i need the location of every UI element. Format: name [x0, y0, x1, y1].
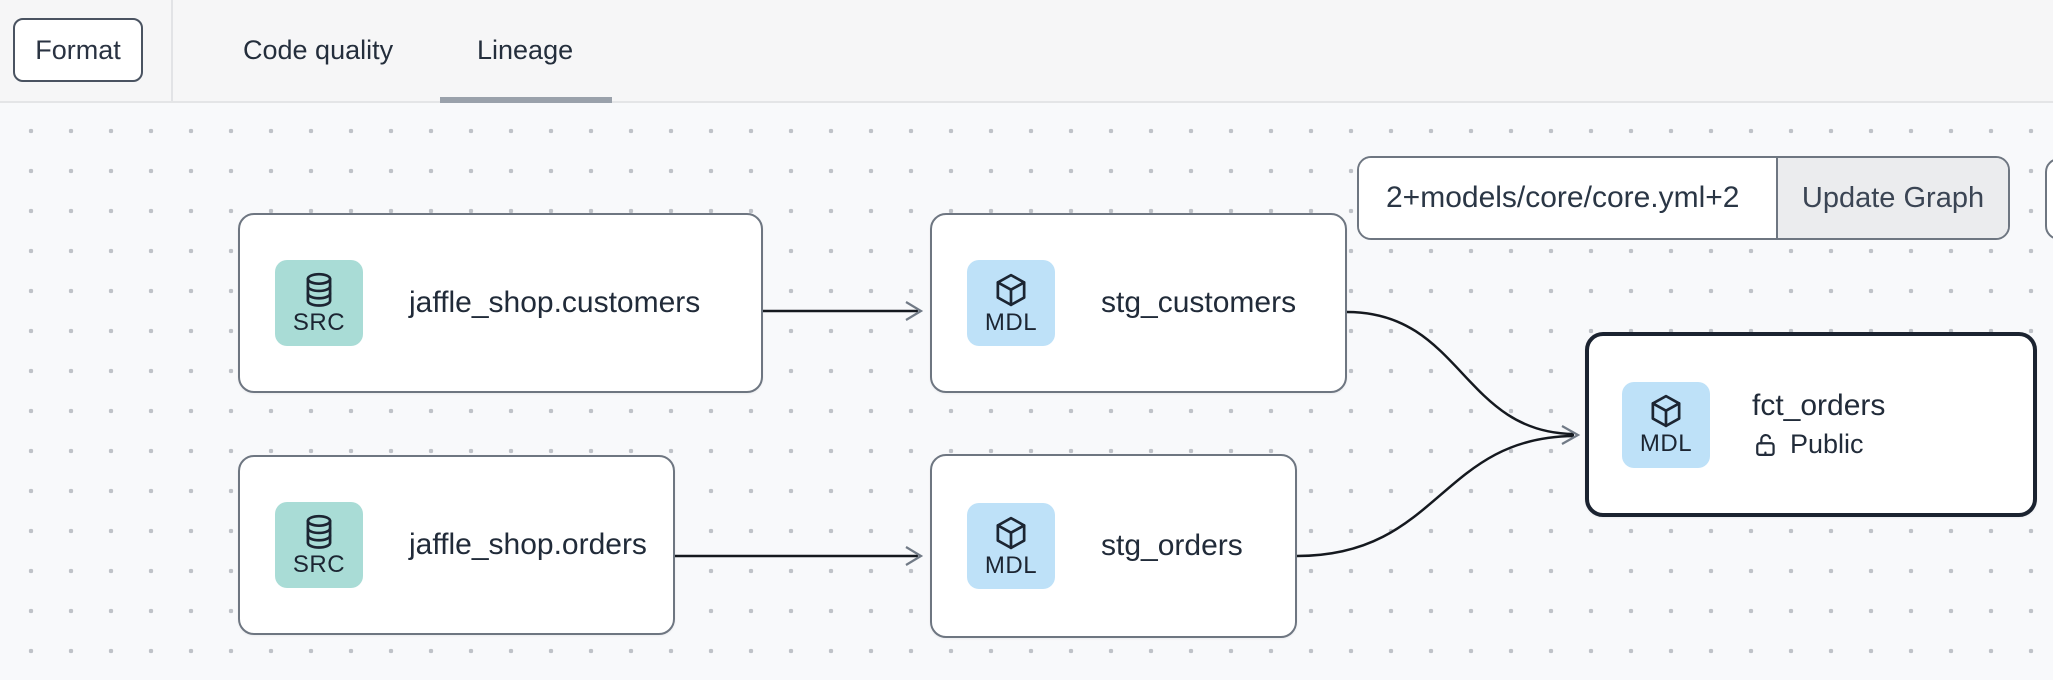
update-graph-button[interactable]: Update Graph: [1776, 158, 2008, 238]
lineage-canvas[interactable]: SRC jaffle_shop.customers MDL stg_custom…: [0, 103, 2053, 680]
tab-code-quality[interactable]: Code quality: [243, 0, 393, 101]
cube-icon: [1651, 395, 1681, 428]
node-title: fct_orders: [1752, 389, 1886, 422]
lineage-node-stg-orders[interactable]: MDL stg_orders: [930, 454, 1297, 638]
node-title: jaffle_shop.customers: [409, 286, 701, 319]
edge-stg-orders-to-fct: [1296, 434, 1575, 558]
badge-label: MDL: [984, 551, 1038, 579]
edge-stg-customers-to-fct: [1346, 310, 1575, 436]
editor-toolbar: Format Code quality Lineage: [0, 0, 2053, 103]
lock-open-icon: [1756, 433, 1775, 456]
lineage-node-jaffle-shop-customers[interactable]: SRC jaffle_shop.customers: [238, 213, 763, 393]
node-title: jaffle_shop.orders: [409, 528, 647, 561]
database-icon: [306, 514, 332, 549]
cube-icon: [996, 273, 1026, 307]
tab-label: Lineage: [477, 35, 574, 65]
lineage-edges: [675, 301, 1581, 566]
badge-label: MDL: [984, 308, 1038, 336]
badge-label: MDL: [1639, 430, 1693, 458]
toolbar-divider: [171, 0, 173, 101]
node-title: stg_customers: [1101, 286, 1297, 319]
badge-label: SRC: [292, 308, 346, 336]
lineage-node-stg-customers[interactable]: MDL stg_customers: [930, 213, 1347, 393]
arrowhead-icon: [905, 301, 924, 321]
tab-lineage[interactable]: Lineage: [477, 0, 573, 101]
source-badge: SRC: [275, 260, 363, 346]
arrowhead-icon: [905, 546, 924, 566]
format-button[interactable]: Format: [13, 18, 143, 82]
clipped-right-edge-button[interactable]: [2045, 158, 2053, 240]
model-badge: MDL: [967, 503, 1055, 589]
node-title: stg_orders: [1101, 529, 1243, 562]
graph-selector-group: Update Graph: [1357, 156, 2010, 240]
cube-icon: [996, 516, 1026, 550]
model-badge: MDL: [1622, 381, 1710, 468]
graph-selector-input[interactable]: [1359, 158, 1776, 238]
arrowhead-icon: [1561, 425, 1581, 445]
badge-label: SRC: [292, 550, 346, 578]
database-icon: [306, 272, 332, 307]
model-badge: MDL: [967, 260, 1055, 346]
lineage-node-jaffle-shop-orders[interactable]: SRC jaffle_shop.orders: [238, 455, 675, 635]
access-label: Public: [1790, 429, 1864, 459]
active-tab-indicator: [440, 97, 612, 103]
access-level: Public: [1752, 429, 1885, 460]
format-button-label: Format: [35, 34, 121, 65]
lineage-node-fct-orders[interactable]: MDL fct_orders Public: [1585, 332, 2037, 517]
tab-label: Code quality: [243, 35, 394, 65]
source-badge: SRC: [275, 502, 363, 588]
